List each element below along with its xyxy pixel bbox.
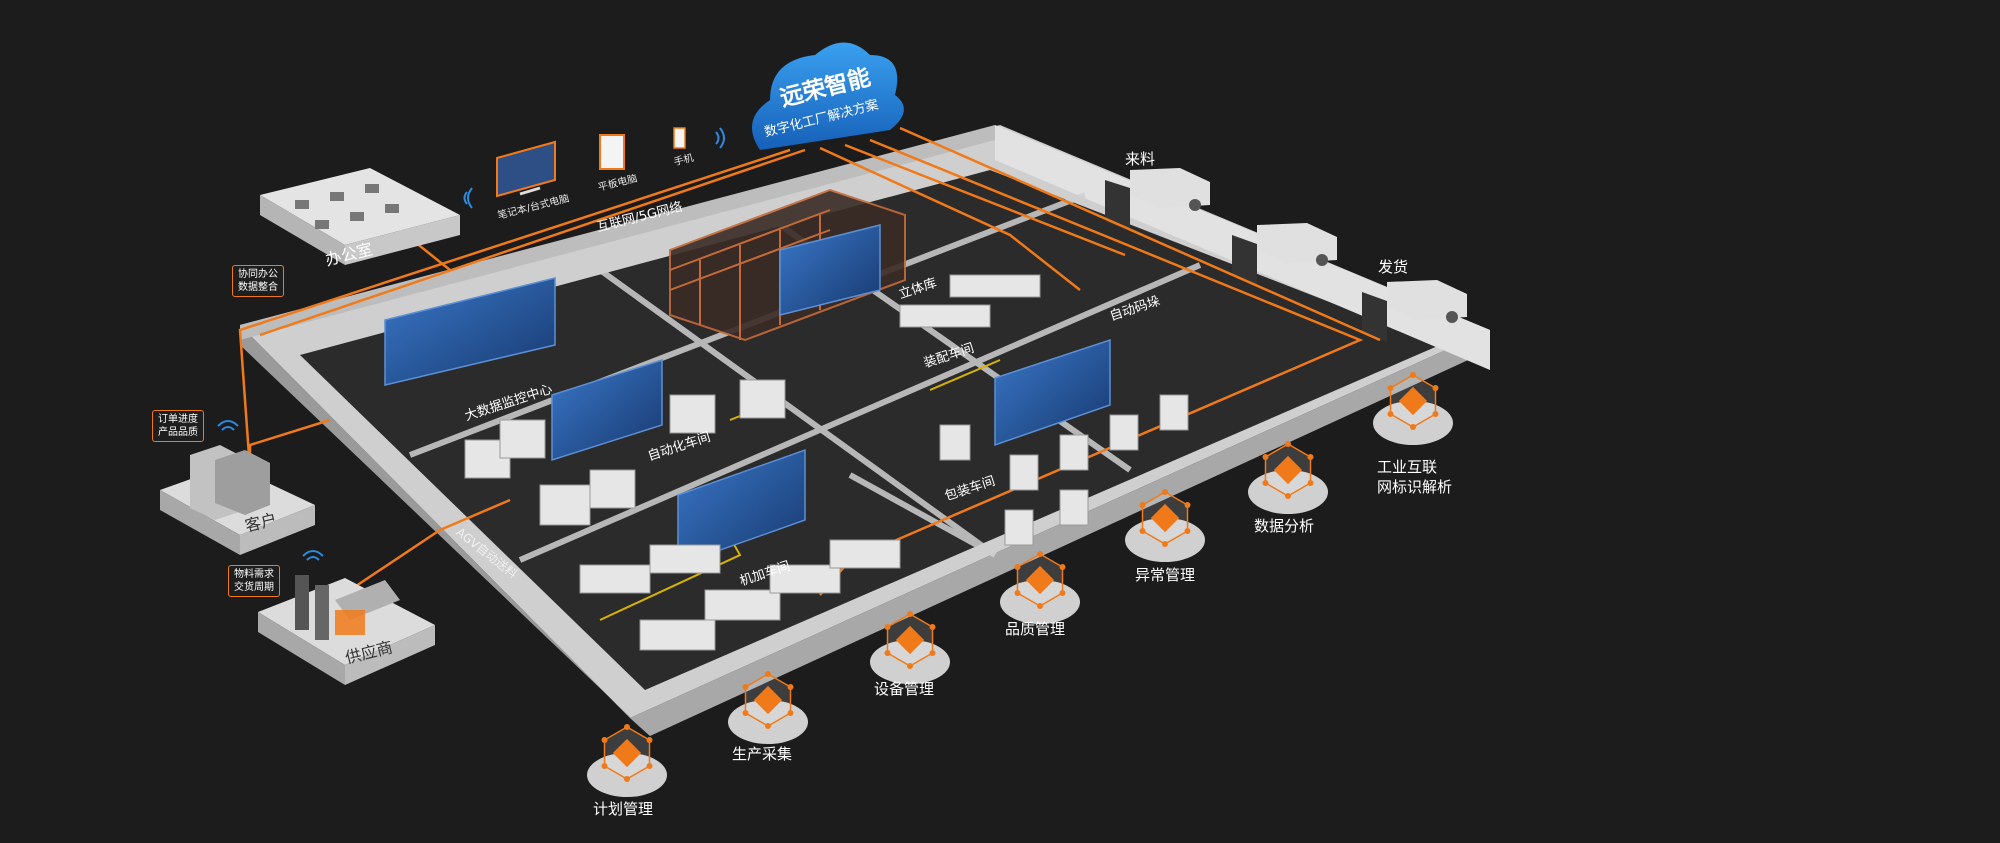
module-label-planning: 计划管理 — [593, 800, 654, 818]
office-building — [260, 168, 460, 265]
machines — [464, 274, 1189, 651]
supplier-tag-line: 物料需求 — [234, 569, 274, 580]
office-tag-line: 数据整合 — [238, 282, 278, 293]
module-label-analysis: 数据分析 — [1254, 517, 1315, 535]
tablet-icon — [599, 134, 625, 170]
office-tag-line: 协同办公 — [238, 269, 278, 280]
shipping-label: 发货 — [1378, 258, 1409, 276]
dock-doors — [1105, 180, 1387, 342]
identifier-resolution-icon — [1373, 372, 1453, 445]
data-analysis-icon — [1248, 441, 1328, 514]
dashboard-screens — [384, 224, 1111, 567]
incoming-label: 来料 — [1125, 150, 1156, 168]
production-collection-icon — [728, 671, 808, 744]
equipment-icon — [870, 611, 950, 684]
customer-tag-line: 产品品质 — [158, 427, 198, 438]
module-label-collection: 生产采集 — [732, 745, 793, 763]
customer-tag-line: 订单进度 — [158, 414, 198, 425]
module-label-quality: 品质管理 — [1005, 620, 1066, 638]
supplier-tag-line: 交货周期 — [234, 582, 274, 593]
customer-building — [160, 445, 315, 555]
phone-icon — [673, 127, 686, 149]
truck-icon — [1257, 223, 1337, 266]
module-label-exception: 异常管理 — [1135, 566, 1196, 584]
cloud-icon — [752, 42, 904, 150]
module-label-identifier: 工业互联 网标识解析 — [1377, 458, 1453, 496]
wifi-icon — [217, 127, 725, 561]
truck-icon — [1130, 168, 1210, 211]
office-tag: 协同办公 数据整合 — [232, 265, 284, 297]
customer-tag: 订单进度 产品品质 — [152, 410, 204, 442]
supplier-building — [258, 575, 435, 685]
module-label-equipment: 设备管理 — [874, 680, 935, 698]
computer-icon — [496, 140, 556, 198]
exception-icon — [1125, 489, 1205, 562]
quality-icon — [1000, 551, 1080, 624]
planning-icon — [587, 724, 667, 797]
truck-icon — [1387, 280, 1467, 323]
supplier-tag: 物料需求 交货周期 — [228, 565, 280, 597]
